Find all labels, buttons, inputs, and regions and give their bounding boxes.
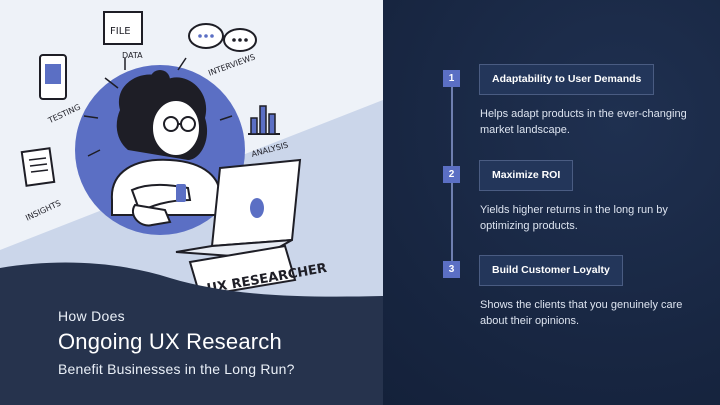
step-title-1: Adaptability to User Demands xyxy=(479,64,655,95)
testing-label: TESTING xyxy=(46,102,82,125)
step-number-1: 1 xyxy=(443,70,460,87)
caption: How Does Ongoing UX Research Benefit Bus… xyxy=(58,308,295,377)
illustration-panel: UX RESEARCHER FILE DATA INTERVIEWS TESTI… xyxy=(0,0,383,405)
name-sign xyxy=(188,244,297,298)
caption-subtitle: Benefit Businesses in the Long Run? xyxy=(58,361,295,377)
ux-researcher-illustration: UX RESEARCHER FILE DATA INTERVIEWS TESTI… xyxy=(0,11,383,405)
interviews-label: INTERVIEWS xyxy=(207,52,256,77)
step-description-3: Shows the clients that you genuinely car… xyxy=(480,299,683,327)
caption-line-1: How Does xyxy=(58,308,125,324)
insights-label: INSIGHTS xyxy=(24,198,62,222)
steps-panel: 1 Adaptability to User Demands Helps ada… xyxy=(383,0,720,405)
file-label: FILE xyxy=(110,26,131,37)
arrow-group xyxy=(83,57,233,157)
step-number-2: 2 xyxy=(443,166,460,183)
step-title-2: Maximize ROI xyxy=(479,160,574,191)
bar-chart-icon xyxy=(248,105,280,135)
step-number-3: 3 xyxy=(443,261,460,278)
file-icon xyxy=(103,11,143,45)
caption-title: Ongoing UX Research xyxy=(58,329,282,354)
step-title-3: Build Customer Loyalty xyxy=(479,255,623,286)
data-label: DATA xyxy=(122,51,143,60)
step-description-1: Helps adapt products in the ever-changin… xyxy=(480,108,687,136)
dark-hill xyxy=(0,262,383,405)
step-description-2: Yields higher returns in the long run by… xyxy=(480,204,668,232)
document-icon xyxy=(20,147,56,187)
